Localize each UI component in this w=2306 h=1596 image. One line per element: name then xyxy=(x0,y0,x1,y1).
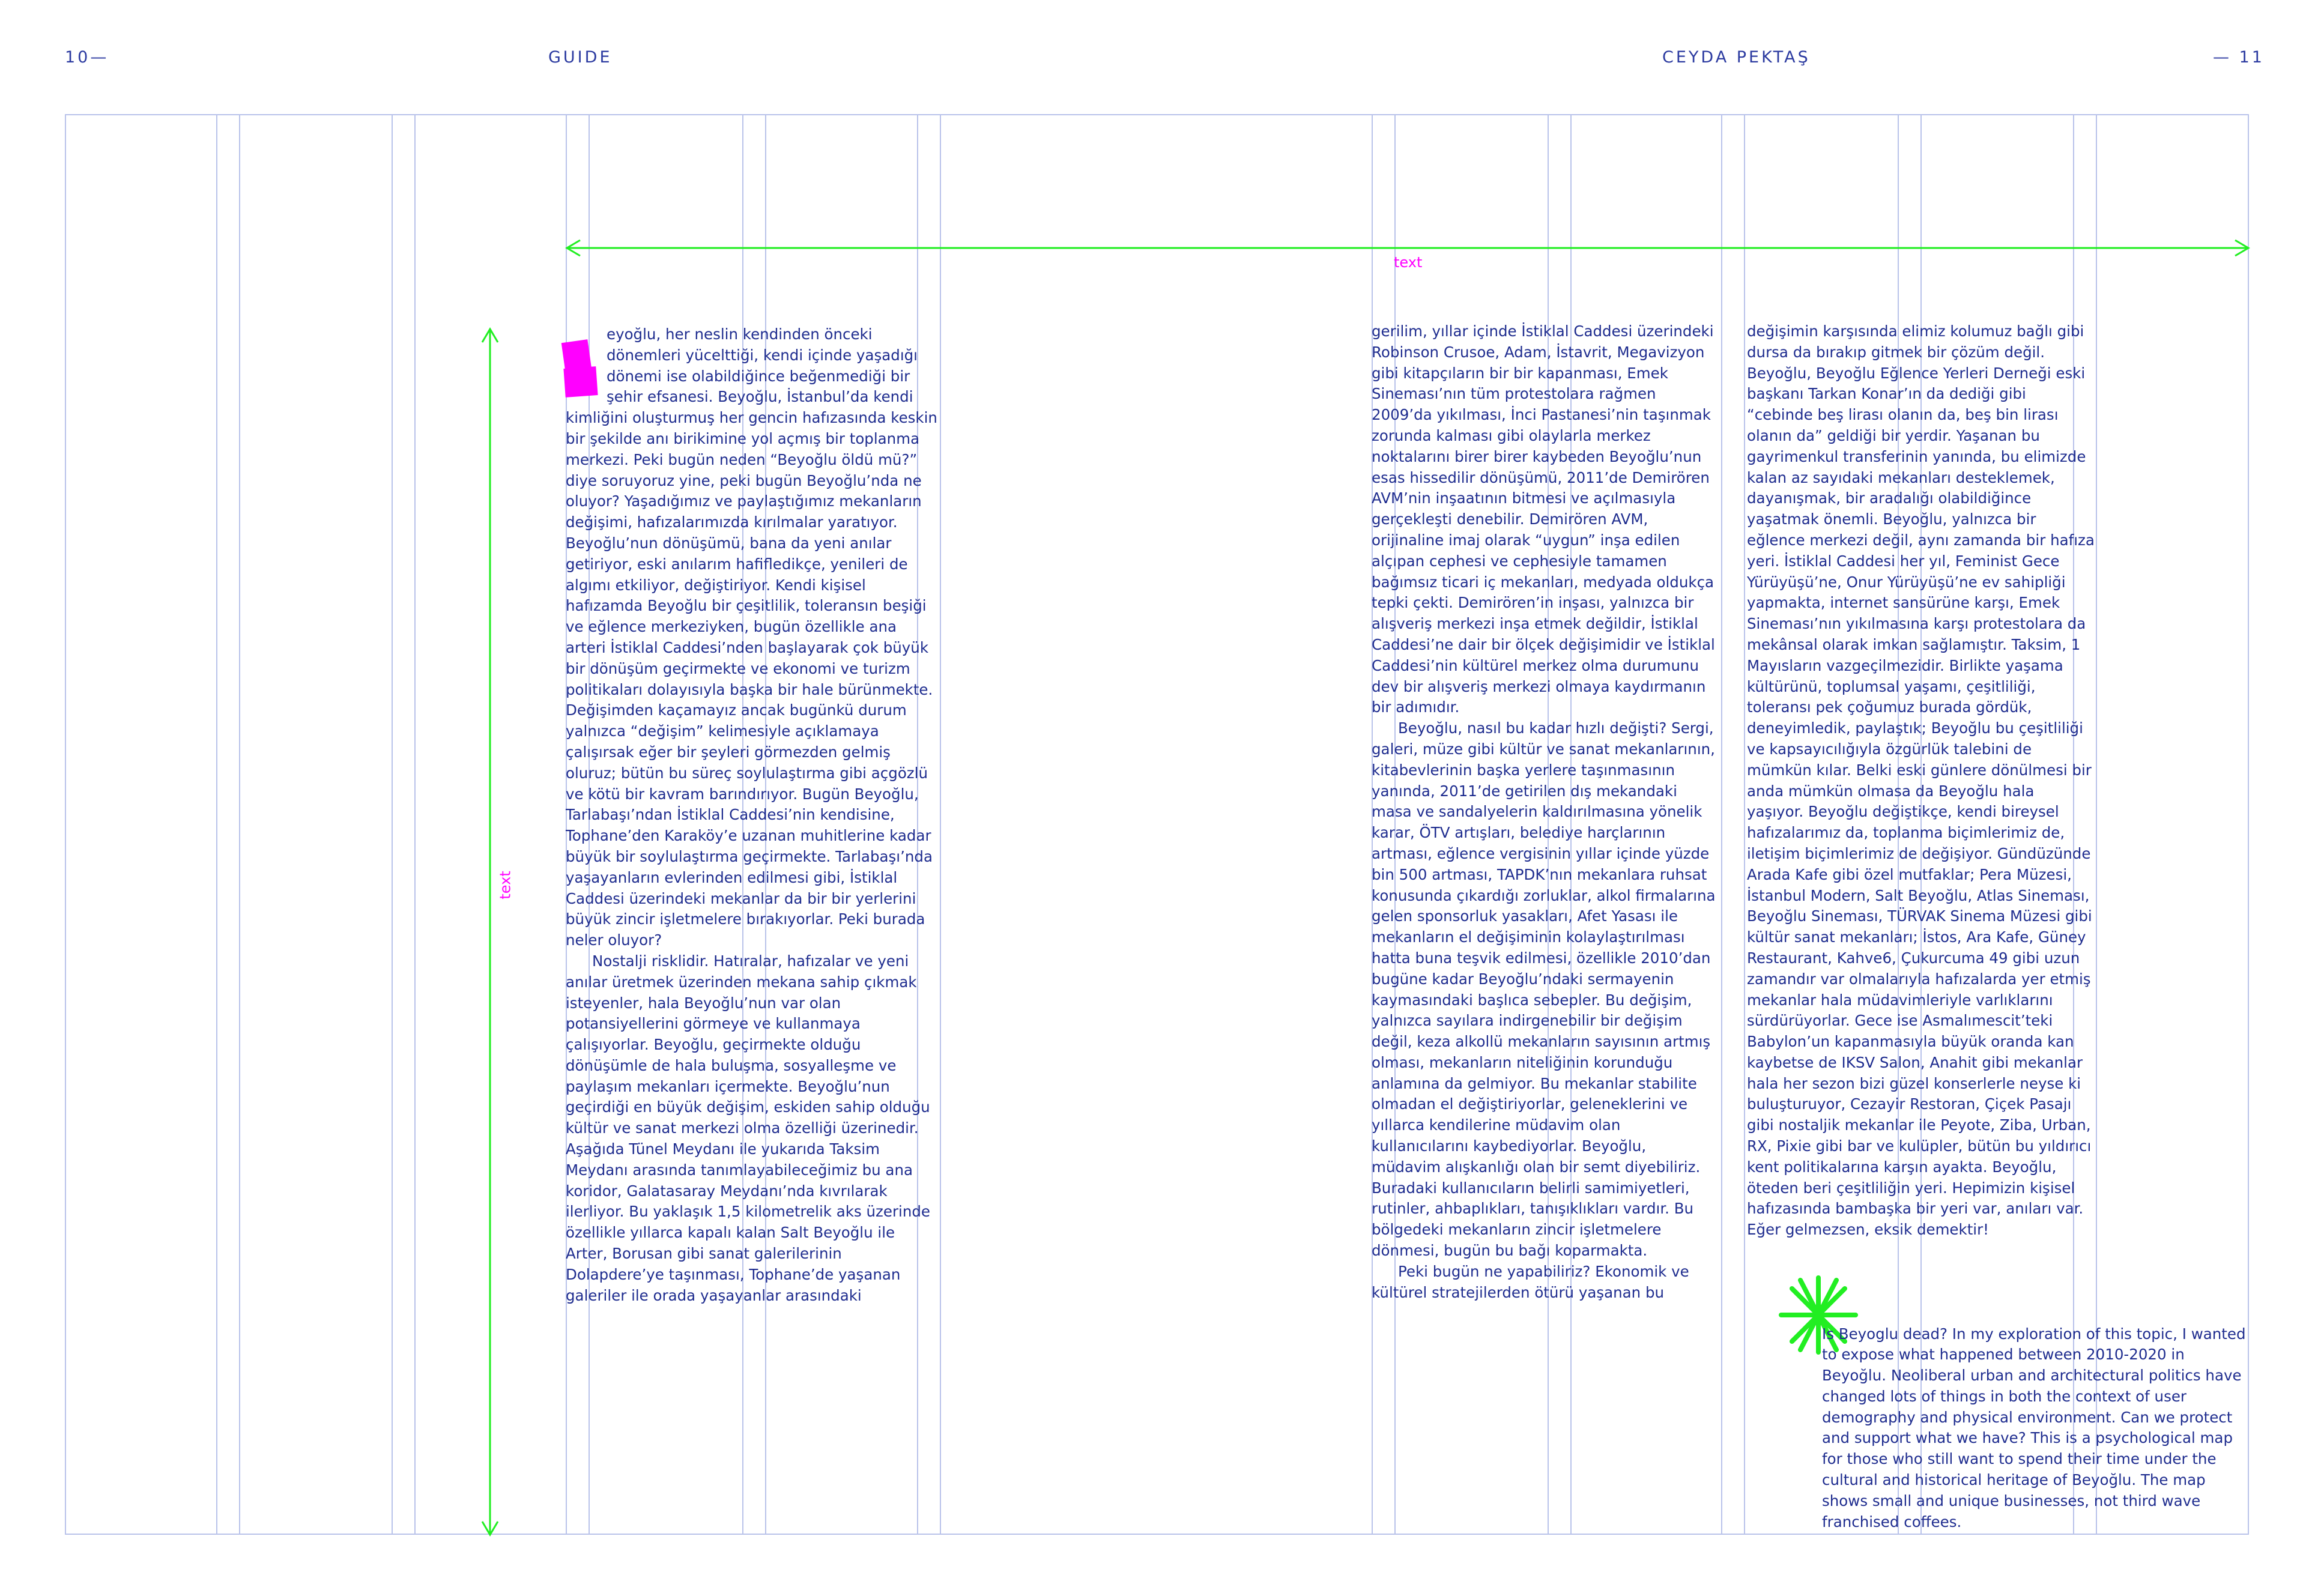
page-number-left: 10— xyxy=(65,48,109,67)
paragraph: eyoğlu, her neslin kendinden önceki döne… xyxy=(566,325,937,949)
grid-gutter xyxy=(1548,114,1572,1535)
grid-gutter xyxy=(392,114,416,1535)
grid-gutter xyxy=(1721,114,1745,1535)
paragraph: Beyoğlu, nasıl bu kadar hızlı değişti? S… xyxy=(1372,719,1716,1260)
grid-gutter xyxy=(917,114,941,1535)
arrow-head-down xyxy=(481,1521,499,1537)
section-title: GUIDE xyxy=(548,48,613,67)
arrow-head-up xyxy=(481,327,499,343)
arrow-head-left xyxy=(565,239,581,257)
drop-cap-marker xyxy=(561,339,601,401)
grid-gutter xyxy=(2073,114,2097,1535)
paragraph: Is Beyoglu dead? In my exploration of th… xyxy=(1822,1325,2246,1531)
author-name: CEYDA PEKTAŞ xyxy=(1662,48,1811,67)
grid-gutter xyxy=(566,114,590,1535)
width-label: text xyxy=(1394,254,1423,271)
grid-gutter xyxy=(742,114,766,1535)
grid-gutter xyxy=(1372,114,1396,1535)
asterisk-star-icon xyxy=(1779,1275,1858,1355)
text-column-1: eyoğlu, her neslin kendinden önceki döne… xyxy=(561,324,940,1306)
height-label: text xyxy=(497,871,514,899)
grid-gutter xyxy=(216,114,240,1535)
paragraph: değişimin karşısında elimiz kolumuz bağl… xyxy=(1747,322,2095,1239)
paragraph: Peki bugün ne yapabiliriz? Ekonomik ve k… xyxy=(1372,1262,1689,1301)
page-number-right: — 11 xyxy=(2213,48,2265,67)
text-column-2: gerilim, yıllar içinde İstiklal Caddesi … xyxy=(1372,321,1720,1303)
paragraph: Nostalji risklidir. Hatıralar, hafızalar… xyxy=(566,952,930,1304)
text-column-3: değişimin karşısında elimiz kolumuz bağl… xyxy=(1747,321,2095,1241)
english-summary: Is Beyoglu dead? In my exploration of th… xyxy=(1822,1309,2250,1547)
layout-grid-frame xyxy=(65,114,2249,1535)
paragraph: gerilim, yıllar içinde İstiklal Caddesi … xyxy=(1372,322,1715,716)
grid-gutter xyxy=(1898,114,1922,1535)
arrow-head-right xyxy=(2235,239,2250,257)
